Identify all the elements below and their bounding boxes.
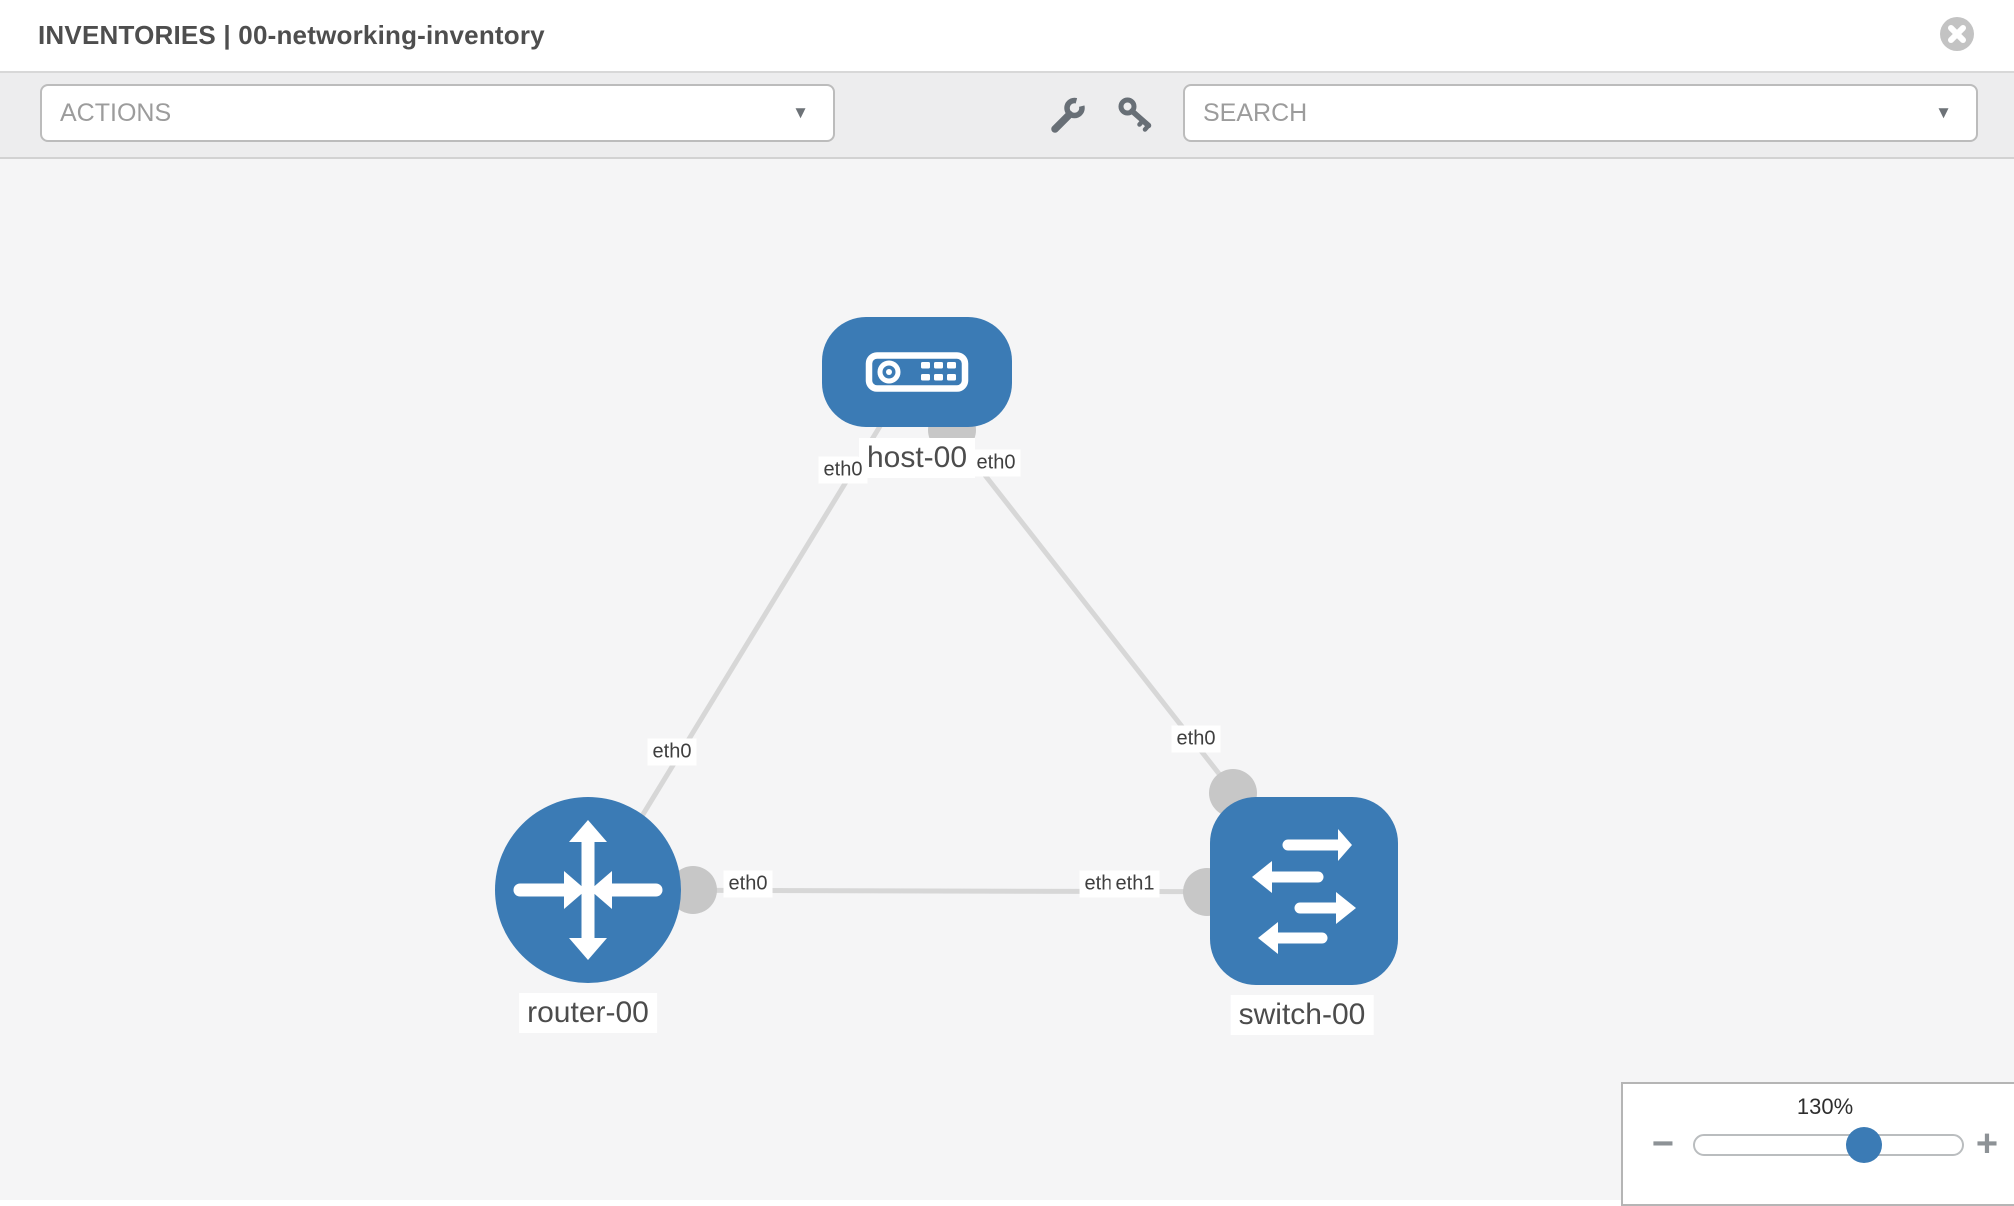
configure-button[interactable] <box>1048 91 1094 135</box>
chevron-down-icon: ▼ <box>792 103 809 122</box>
node-label-router-00: router-00 <box>519 993 657 1033</box>
zoom-out-button[interactable]: − <box>1643 1122 1683 1166</box>
actions-dropdown[interactable]: ACTIONS ▼ <box>40 84 835 142</box>
close-icon <box>1948 25 1966 43</box>
zoom-level-label: 130% <box>1796 1094 1854 1119</box>
interface-label: eth0 <box>971 449 1021 477</box>
wrench-icon <box>1051 91 1094 133</box>
node-host-00[interactable] <box>822 317 1012 427</box>
node-router-00[interactable] <box>495 797 681 983</box>
interface-label: eth0 <box>818 456 868 484</box>
key-icon <box>1118 97 1152 132</box>
key-button[interactable] <box>1116 95 1156 135</box>
header: INVENTORIES | 00-networking-inventory <box>0 0 2014 73</box>
interface-label: eth0 <box>647 738 697 766</box>
node-label-switch-00: switch-00 <box>1230 995 1374 1035</box>
zoom-slider-track[interactable] <box>1693 1134 1964 1156</box>
host-icon <box>865 352 969 392</box>
search-dropdown-label: SEARCH <box>1203 99 1308 127</box>
search-dropdown[interactable]: SEARCH ▼ <box>1183 84 1978 142</box>
chevron-down-icon: ▼ <box>1935 103 1952 122</box>
page-title: INVENTORIES | 00-networking-inventory <box>38 20 545 50</box>
interface-dot <box>669 866 717 914</box>
switch-icon <box>1210 797 1398 985</box>
zoom-in-button[interactable]: + <box>1967 1122 2007 1166</box>
link-host-00-router-00[interactable] <box>617 416 888 854</box>
node-switch-00[interactable] <box>1210 797 1398 985</box>
interface-label: eth0 <box>1171 725 1221 753</box>
toolbar: ACTIONS ▼ SEARCH ▼ <box>0 73 2014 159</box>
zoom-panel: 130% − + <box>1621 1082 2014 1206</box>
node-label-host-00: host-00 <box>858 438 976 478</box>
actions-dropdown-label: ACTIONS <box>60 99 172 127</box>
close-button[interactable] <box>1940 17 1974 51</box>
interface-label: eth0 <box>723 870 773 898</box>
interface-label: eth1 <box>1110 870 1160 898</box>
zoom-slider-knob[interactable] <box>1846 1127 1882 1163</box>
